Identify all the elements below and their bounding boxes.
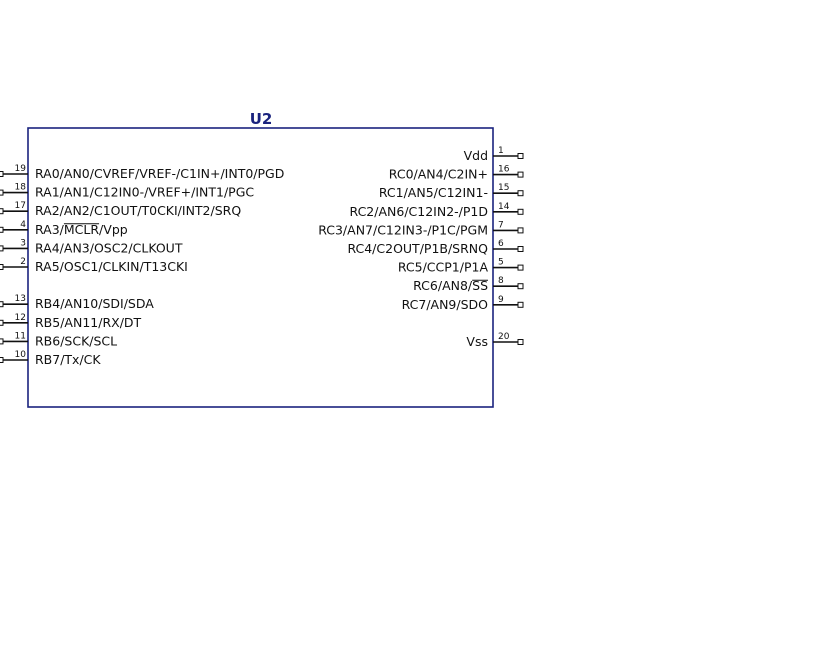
left-pin-3[interactable]: 4 RA3/MCLR/Vpp bbox=[0, 220, 128, 237]
left-pin-7-number: 12 bbox=[15, 313, 26, 323]
right-pin-5[interactable]: 6 RC4/C2OUT/P1B/SRNQ bbox=[347, 239, 524, 256]
left-pin-1[interactable]: 18 RA1/AN1/C12IN0-/VREF+/INT1/PGC bbox=[0, 183, 254, 200]
right-pin-3-terminal[interactable] bbox=[517, 208, 524, 215]
right-pin-6-label: RC5/CCP1/P1A bbox=[398, 260, 489, 275]
right-pin-7-number: 8 bbox=[498, 276, 504, 286]
left-pin-3-number: 4 bbox=[20, 220, 26, 230]
right-pin-6[interactable]: 5 RC5/CCP1/P1A bbox=[398, 258, 524, 275]
right-pin-1-number: 16 bbox=[498, 165, 510, 175]
right-pin-3-label: RC2/AN6/C12IN2-/P1D bbox=[350, 204, 488, 219]
right-pin-1-label: RC0/AN4/C2IN+ bbox=[389, 167, 488, 182]
left-pin-7-terminal[interactable] bbox=[0, 319, 4, 326]
left-pin-2-terminal[interactable] bbox=[0, 208, 4, 215]
left-pin-8[interactable]: 11 RB6/SCK/SCL bbox=[0, 331, 117, 348]
left-pin-9-label: RB7/Tx/CK bbox=[35, 352, 101, 367]
right-pin-9-label: Vss bbox=[466, 334, 488, 349]
left-pin-0[interactable]: 19 RA0/AN0/CVREF/VREF-/C1IN+/INT0/PGD bbox=[0, 164, 284, 181]
left-pin-6-label: RB4/AN10/SDI/SDA bbox=[35, 296, 154, 311]
right-pin-2[interactable]: 15 RC1/AN5/C12IN1- bbox=[379, 183, 524, 200]
right-pin-6-number: 5 bbox=[498, 258, 504, 268]
right-pin-4[interactable]: 7 RC3/AN7/C12IN3-/P1C/PGM bbox=[318, 220, 524, 237]
left-pin-4-number: 3 bbox=[20, 238, 26, 248]
right-pin-9-number: 20 bbox=[498, 332, 510, 342]
right-pin-0[interactable]: 1 Vdd bbox=[464, 146, 524, 163]
right-pin-7-label: RC6/AN8/SS bbox=[413, 278, 488, 293]
left-pin-4-terminal[interactable] bbox=[0, 245, 4, 252]
right-pin-8[interactable]: 9 RC7/AN9/SDO bbox=[402, 295, 524, 312]
left-pin-9-terminal[interactable] bbox=[0, 357, 4, 363]
left-pin-1-terminal[interactable] bbox=[0, 189, 4, 196]
right-pin-5-terminal[interactable] bbox=[517, 246, 524, 252]
right-pin-0-terminal[interactable] bbox=[517, 153, 524, 159]
right-pin-8-terminal[interactable] bbox=[517, 301, 524, 308]
left-pin-6-number: 13 bbox=[15, 294, 26, 304]
right-pin-0-label: Vdd bbox=[464, 148, 488, 163]
left-pin-2[interactable]: 17 RA2/AN2/C1OUT/T0CKI/INT2/SRQ bbox=[0, 201, 241, 218]
right-pin-3[interactable]: 14 RC2/AN6/C12IN2-/P1D bbox=[350, 202, 524, 219]
left-pin-3-label: RA3/MCLR/Vpp bbox=[35, 222, 128, 237]
right-pin-2-terminal[interactable] bbox=[517, 190, 524, 197]
left-pin-6[interactable]: 13 RB4/AN10/SDI/SDA bbox=[0, 294, 154, 311]
left-pin-4[interactable]: 3 RA4/AN3/OSC2/CLKOUT bbox=[0, 238, 183, 255]
left-pin-5-number: 2 bbox=[20, 257, 26, 267]
right-pin-1-terminal[interactable] bbox=[517, 171, 524, 178]
left-pin-2-number: 17 bbox=[15, 201, 26, 211]
left-pin-2-label: RA2/AN2/C1OUT/T0CKI/INT2/SRQ bbox=[35, 203, 241, 218]
right-pin-3-number: 14 bbox=[498, 202, 510, 212]
left-pin-1-label: RA1/AN1/C12IN0-/VREF+/INT1/PGC bbox=[35, 185, 254, 200]
right-pin-5-label: RC4/C2OUT/P1B/SRNQ bbox=[347, 241, 488, 256]
right-pin-7[interactable]: 8 RC6/AN8/SS bbox=[413, 276, 524, 293]
right-pin-4-terminal[interactable] bbox=[517, 227, 524, 234]
component-reference[interactable]: U2 bbox=[250, 110, 273, 128]
right-pin-6-terminal[interactable] bbox=[517, 264, 524, 271]
right-pin-9-terminal[interactable] bbox=[517, 339, 524, 345]
right-pin-9[interactable]: 20 Vss bbox=[466, 332, 524, 349]
left-pin-0-label: RA0/AN0/CVREF/VREF-/C1IN+/INT0/PGD bbox=[35, 166, 284, 181]
left-pin-7-label: RB5/AN11/RX/DT bbox=[35, 315, 142, 330]
left-pin-0-terminal[interactable] bbox=[0, 171, 4, 177]
left-pin-8-number: 11 bbox=[15, 331, 26, 341]
left-pin-1-number: 18 bbox=[15, 183, 27, 193]
left-pin-8-terminal[interactable] bbox=[0, 338, 4, 345]
left-pin-3-terminal[interactable] bbox=[0, 226, 4, 233]
left-pin-8-label: RB6/SCK/SCL bbox=[35, 333, 117, 348]
left-pin-4-label: RA4/AN3/OSC2/CLKOUT bbox=[35, 240, 183, 255]
right-pin-8-number: 9 bbox=[498, 295, 504, 305]
right-pin-2-number: 15 bbox=[498, 183, 509, 193]
right-pin-1[interactable]: 16 RC0/AN4/C2IN+ bbox=[389, 165, 524, 182]
right-pin-0-number: 1 bbox=[498, 146, 504, 156]
left-pin-0-number: 19 bbox=[15, 164, 27, 174]
right-pin-7-terminal[interactable] bbox=[517, 283, 524, 290]
left-pin-9[interactable]: 10 RB7/Tx/CK bbox=[0, 350, 101, 367]
right-pin-4-number: 7 bbox=[498, 220, 504, 230]
right-pin-5-number: 6 bbox=[498, 239, 504, 249]
right-pin-group: 1Vdd16RC0/AN4/C2IN+15RC1/AN5/C12IN1-14RC… bbox=[318, 146, 524, 349]
right-pin-8-label: RC7/AN9/SDO bbox=[402, 297, 489, 312]
right-pin-2-label: RC1/AN5/C12IN1- bbox=[379, 185, 488, 200]
left-pin-5-terminal[interactable] bbox=[0, 264, 4, 270]
left-pin-7[interactable]: 12 RB5/AN11/RX/DT bbox=[0, 313, 142, 330]
left-pin-9-number: 10 bbox=[15, 350, 27, 360]
left-pin-6-terminal[interactable] bbox=[0, 301, 4, 308]
right-pin-4-label: RC3/AN7/C12IN3-/P1C/PGM bbox=[318, 222, 488, 237]
left-pin-5[interactable]: 2 RA5/OSC1/CLKIN/T13CKI bbox=[0, 257, 188, 274]
left-pin-5-label: RA5/OSC1/CLKIN/T13CKI bbox=[35, 259, 188, 274]
